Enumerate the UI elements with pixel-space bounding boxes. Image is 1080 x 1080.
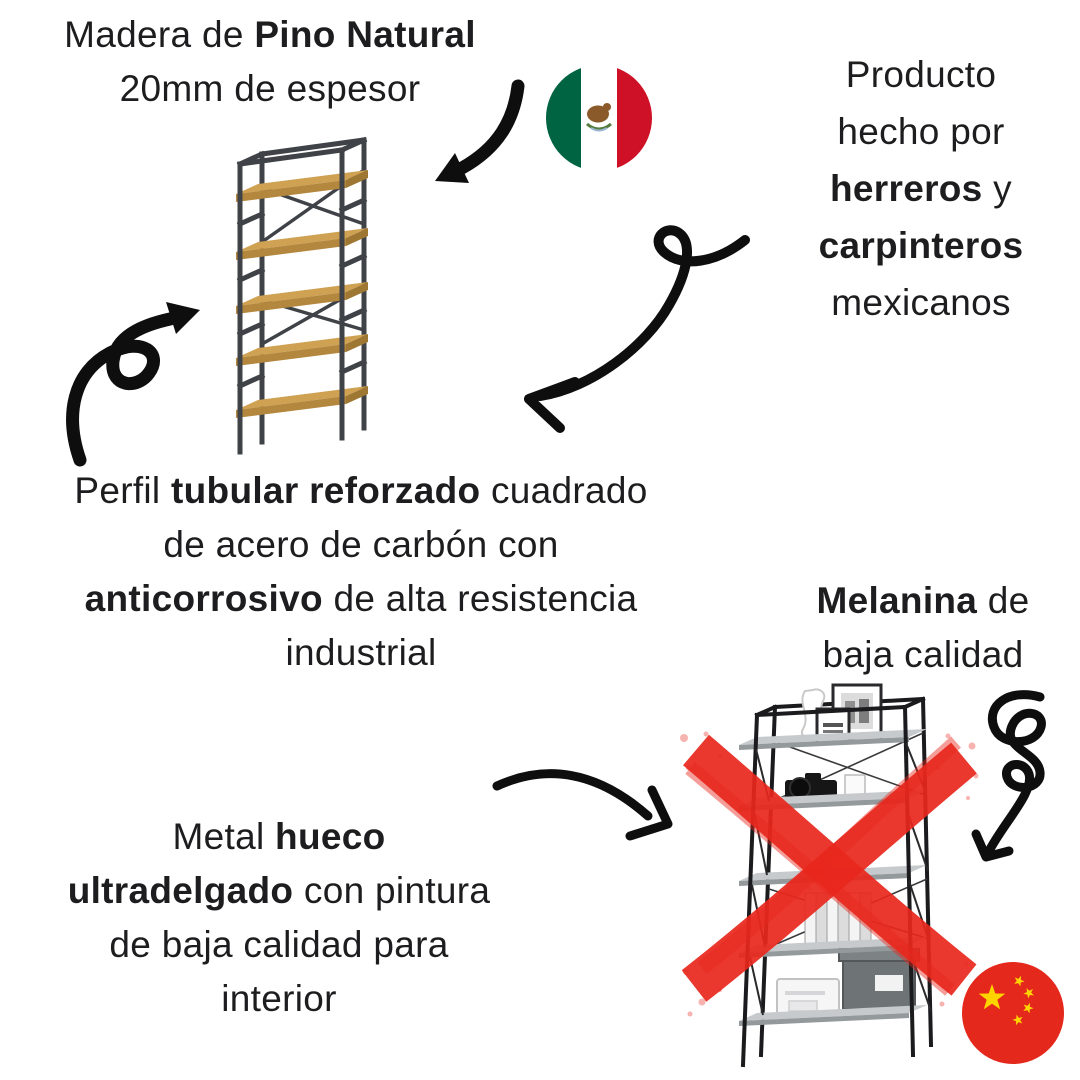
arrow-melamine-to-badshelf-icon [971, 690, 1046, 862]
bad-shelf-decor-boxes [776, 948, 920, 1016]
bad-shelf-decor-camera [785, 773, 866, 801]
text-segment: mexicanos [831, 282, 1011, 323]
callout-line: carpinteros [770, 217, 1072, 274]
callout-line: anticorrosivo de alta resistencia [5, 572, 717, 626]
text-segment: hecho por [837, 111, 1005, 152]
text-segment-bold: ultradelgado [67, 870, 294, 911]
callout-line: de acero de carbón con [5, 518, 717, 572]
good-shelf-back-frame [259, 137, 367, 445]
good-shelf-cross-braces [260, 168, 366, 346]
text-segment: Metal [172, 816, 276, 857]
callout-thin-metal: Metal hueco ultradelgado con pintura de … [5, 810, 553, 1026]
callout-wood-material: Madera de Pino Natural 20mm de espesor [10, 8, 530, 116]
callout-line: de baja calidad para [5, 918, 553, 972]
callout-line: Perfil tubular reforzado cuadrado [5, 464, 717, 518]
text-segment-bold: carpinteros [818, 225, 1024, 266]
callout-melamine: Melanina de baja calidad [772, 574, 1074, 682]
text-segment: Madera de [64, 14, 255, 55]
callout-line: 20mm de espesor [10, 62, 530, 116]
bad-shelf-illustration [739, 683, 934, 1068]
arrow-steel-to-shelf-icon [66, 302, 200, 467]
good-shelf-wood-shelves [236, 170, 368, 418]
callout-line: mexicanos [770, 274, 1072, 331]
text-segment: de baja calidad para [109, 924, 449, 965]
callout-line: Producto [770, 46, 1072, 103]
text-segment-bold: Melanina [816, 580, 978, 621]
text-segment-bold: anticorrosivo [84, 578, 323, 619]
text-segment: de alta resistencia [322, 578, 638, 619]
text-segment: Perfil [74, 470, 172, 511]
callout-line: baja calidad [772, 628, 1074, 682]
bad-shelf-back-braces [764, 732, 930, 950]
bad-shelf-decor-vase [801, 688, 826, 740]
callout-steel-profile: Perfil tubular reforzado cuadrado de ace… [5, 464, 717, 680]
text-segment: con pintura [293, 870, 491, 911]
china-flag-icon [962, 962, 1064, 1064]
text-segment-bold: hueco [275, 816, 386, 857]
text-segment-bold: Pino Natural [254, 14, 476, 55]
callout-line: hecho por [770, 103, 1072, 160]
text-segment: Producto [845, 54, 997, 95]
text-segment: baja calidad [822, 634, 1024, 675]
mexico-eagle-emblem [586, 103, 612, 132]
text-segment: de [977, 580, 1030, 621]
text-segment: interior [221, 978, 337, 1019]
callout-line: herreros y [770, 160, 1072, 217]
bad-shelf-side-braces [749, 742, 932, 1016]
callout-line: ultradelgado con pintura [5, 864, 553, 918]
text-segment-bold: tubular reforzado [171, 470, 481, 511]
callout-line: Madera de Pino Natural [10, 8, 530, 62]
text-segment: industrial [285, 632, 437, 673]
bad-shelf-decor-frames [815, 683, 883, 745]
text-segment-bold: herreros [830, 168, 983, 209]
bad-shelf-decor-binders [804, 892, 872, 946]
callout-line: interior [5, 972, 553, 1026]
bad-shelf-melamine-shelves [739, 729, 927, 1026]
bad-shelf-back-frame [758, 696, 934, 1058]
bad-shelf-front-frame [740, 696, 926, 1068]
callout-line: Metal hueco [5, 810, 553, 864]
good-shelf-front-frame [236, 136, 368, 455]
text-segment: cuadrado [480, 470, 648, 511]
text-segment: 20mm de espesor [119, 68, 421, 109]
text-segment: y [982, 168, 1012, 209]
callout-made-by: Producto hecho por herreros y carpintero… [770, 46, 1072, 331]
text-segment: de acero de carbón con [163, 524, 559, 565]
mexico-flag-icon [546, 65, 652, 171]
arrow-madeby-to-shelf-icon [524, 225, 750, 433]
red-cross-mark [680, 731, 979, 1017]
callout-line: Melanina de [772, 574, 1074, 628]
red-cross-spray [680, 731, 979, 1017]
callout-line: industrial [5, 626, 717, 680]
good-shelf-illustration [236, 136, 368, 455]
